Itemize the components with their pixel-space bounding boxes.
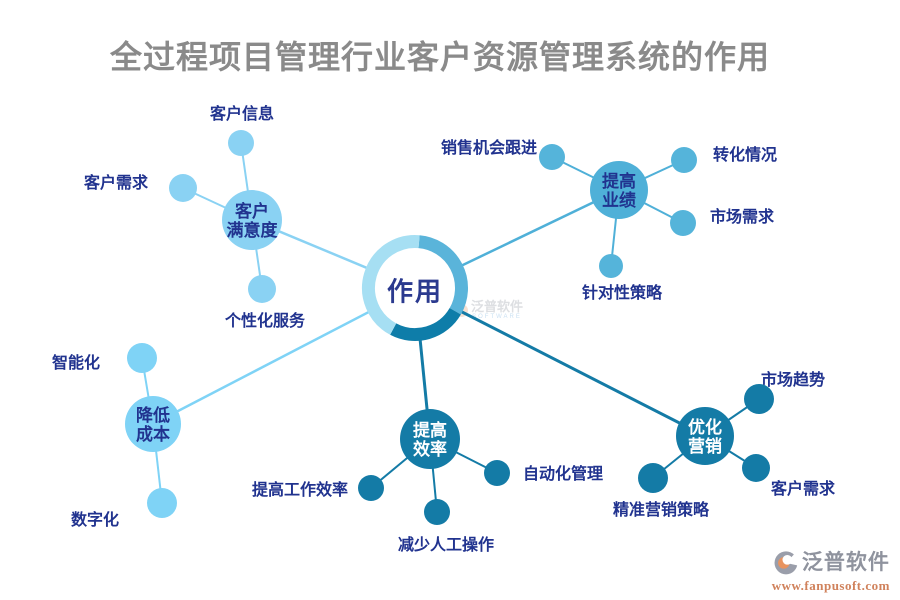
ring-segment-medium — [418, 235, 468, 315]
vendor-logo-url: www.fanpusoft.com — [771, 578, 890, 593]
child-label-customer-needs-1: 客户需求 — [83, 175, 149, 192]
child-label-sales-opportunity: 销售机会跟进 — [440, 140, 538, 157]
vendor-logo-name: 泛普软件 — [801, 550, 890, 574]
node-customer-needs-1 — [169, 174, 197, 202]
child-label-digital: 数字化 — [70, 512, 120, 529]
child-label-precision-marketing: 精准营销策略 — [612, 502, 710, 519]
node-customer-needs-2 — [742, 454, 770, 482]
child-label-customer-info: 客户信息 — [209, 106, 275, 123]
hub-label-reduce-cost: 降低 成本 — [136, 405, 170, 444]
node-market-demand — [670, 210, 696, 236]
node-personalized-service — [248, 275, 276, 303]
node-precision-marketing — [638, 463, 668, 493]
page-title: 全过程项目管理行业客户资源管理系统的作用 — [109, 39, 770, 75]
hub-label-improve-performance: 提高 业绩 — [602, 171, 636, 210]
hub-customer-satisfaction — [222, 190, 282, 250]
watermark-sub: SOFTWARE — [472, 314, 522, 320]
node-customer-info — [228, 130, 254, 156]
child-label-conversion: 转化情况 — [712, 147, 778, 164]
hub-improve-performance — [590, 161, 648, 219]
node-digital — [147, 488, 177, 518]
child-label-intelligent: 智能化 — [51, 355, 101, 372]
node-automation — [484, 460, 510, 486]
child-label-automation: 自动化管理 — [522, 466, 604, 483]
hub-improve-efficiency — [400, 409, 460, 469]
center-ring-inner — [374, 247, 456, 329]
hub-label-optimize-marketing: 优化 营销 — [688, 417, 722, 456]
node-market-trend — [744, 384, 774, 414]
center-ring — [361, 235, 468, 341]
child-label-personalized-service: 个性化服务 — [224, 313, 306, 330]
vendor-logo-icon — [774, 548, 800, 575]
watermark-name: 泛普软件 — [471, 299, 524, 314]
vendor-logo: 泛普软件 www.fanpusoft.com — [772, 547, 890, 592]
child-node-circles — [127, 130, 774, 525]
ring-segment-dark — [390, 307, 461, 341]
node-reduce-manual — [424, 499, 450, 525]
node-intelligent — [127, 343, 157, 373]
center-node-label: 作用 — [386, 276, 444, 307]
hub-optimize-marketing — [676, 407, 734, 465]
branch-line-optimize-marketing — [414, 286, 706, 438]
child-label-market-demand: 市场需求 — [709, 209, 775, 226]
hub-label-customer-satisfaction: 客户 满意度 — [226, 201, 278, 240]
child-label-customer-needs-2: 客户需求 — [770, 481, 836, 498]
hub-circles — [125, 161, 734, 469]
child-label-market-trend: 市场趋势 — [760, 372, 826, 389]
node-conversion — [671, 147, 697, 173]
hub-label-improve-efficiency: 提高 效率 — [413, 420, 447, 459]
child-label-work-efficiency: 提高工作效率 — [251, 482, 349, 499]
child-label-reduce-manual: 减少人工操作 — [397, 537, 495, 554]
node-sales-opportunity — [539, 144, 565, 170]
hub-reduce-cost — [125, 396, 181, 452]
node-work-efficiency — [358, 475, 384, 501]
child-label-targeted-strategy: 针对性策略 — [581, 285, 663, 302]
ring-segment-light — [361, 235, 420, 335]
node-targeted-strategy — [599, 254, 623, 278]
